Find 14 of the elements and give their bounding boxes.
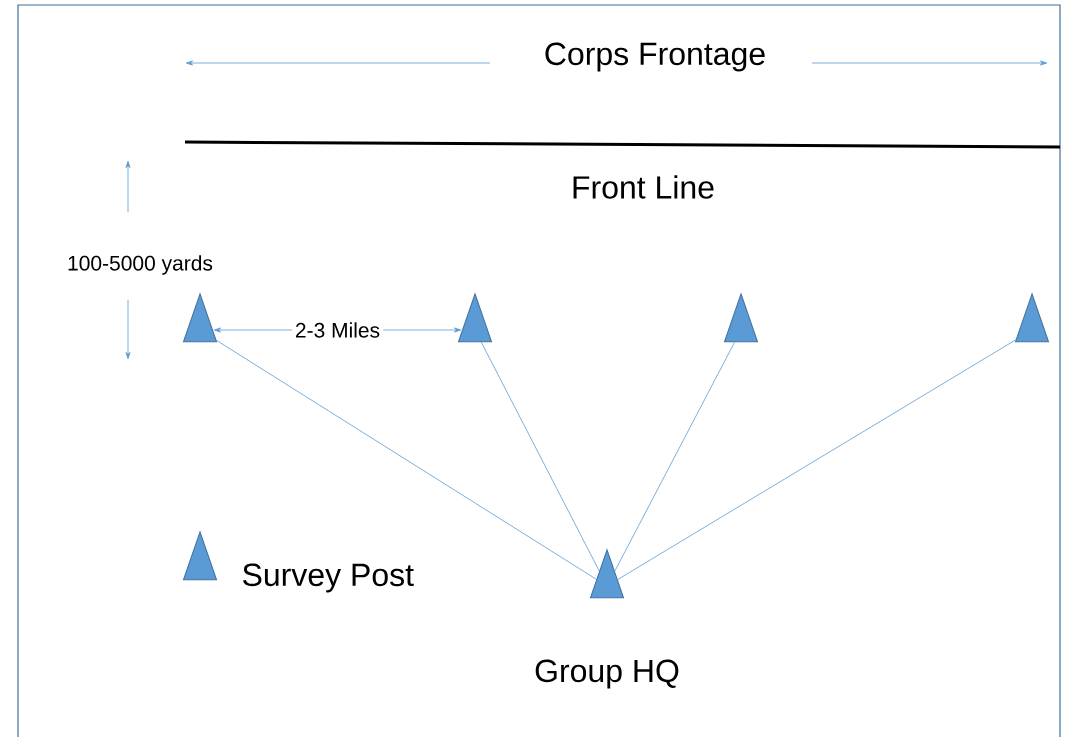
survey-post-triangle	[183, 293, 218, 343]
dimension-label: Corps Frontage	[541, 40, 769, 74]
node-caption: Group HQ	[535, 659, 679, 689]
dimension-label: 100-5000 yards	[65, 253, 215, 277]
edge-label: 2-3 Miles	[291, 319, 384, 341]
survey-post-triangle	[724, 293, 759, 343]
connector-line	[617, 339, 1016, 580]
connector-line	[216, 340, 597, 580]
line-label: Front Line	[568, 173, 718, 201]
connector-line	[614, 341, 735, 572]
connector-line	[480, 341, 600, 572]
survey-post-triangle	[458, 293, 493, 343]
survey-post-triangle	[1015, 293, 1050, 343]
legend-label: Survey Post	[243, 563, 414, 593]
